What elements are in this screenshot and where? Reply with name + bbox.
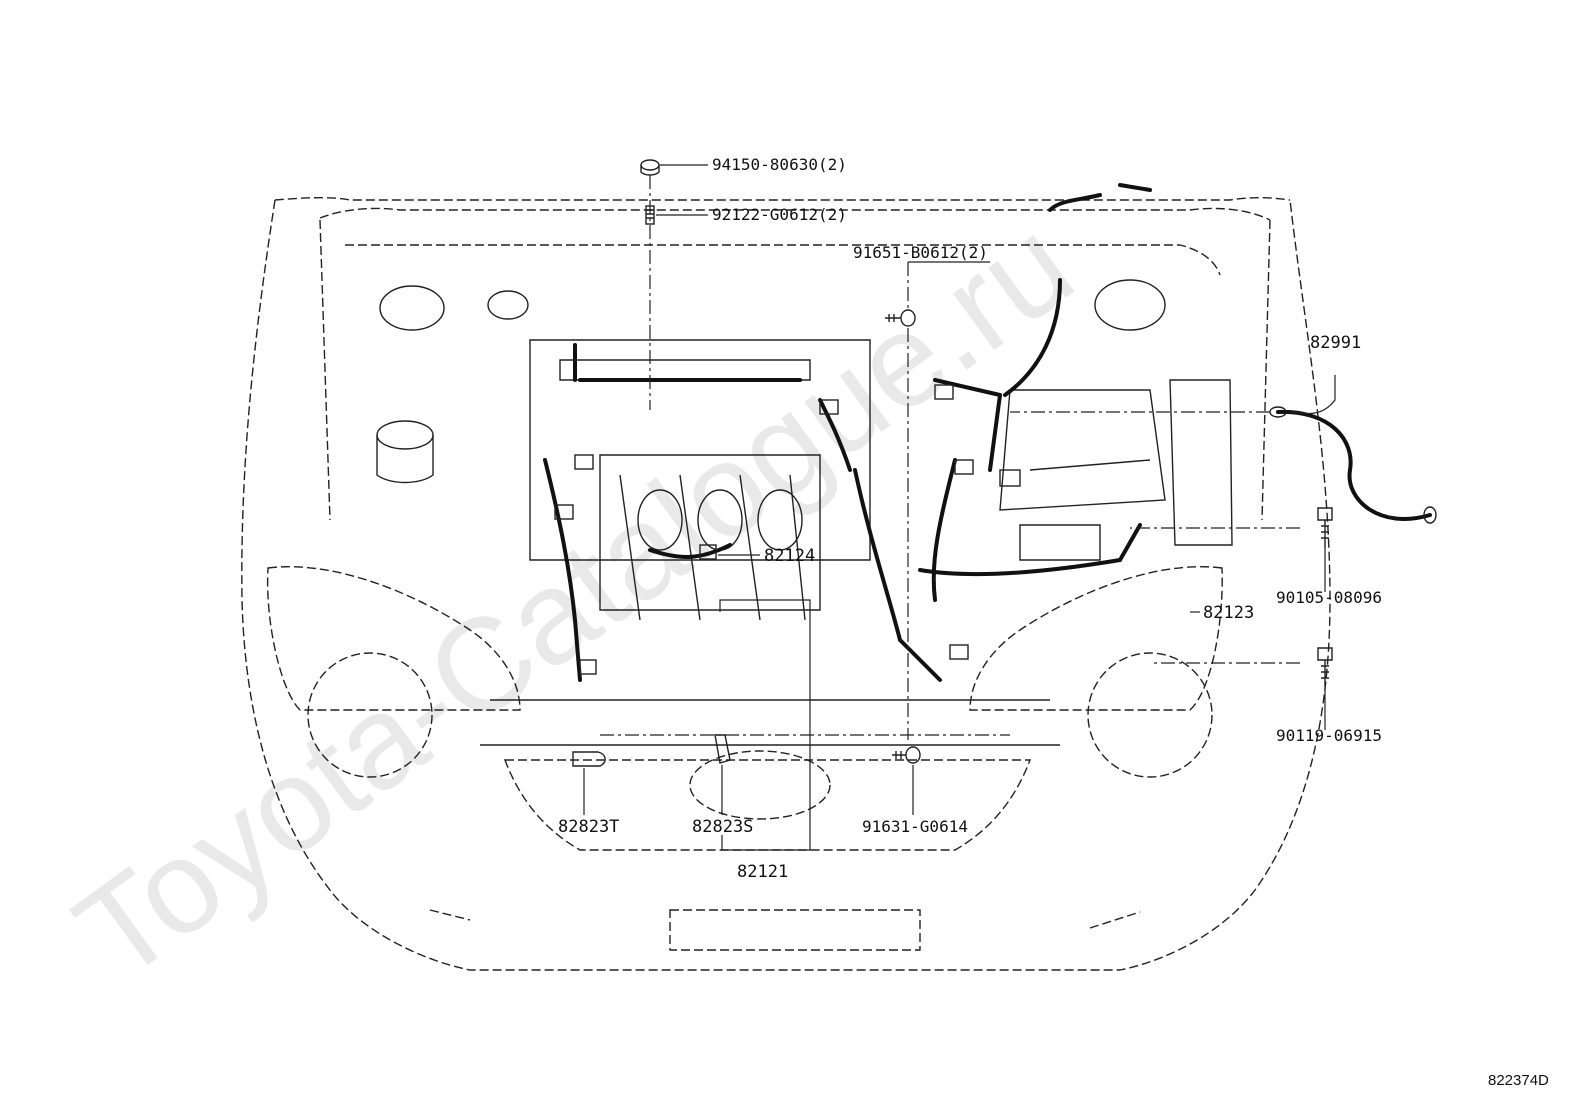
part-label-90119-06915[interactable]: 90119-06915 [1276,726,1382,745]
bolt-icon-right-upper [1317,507,1333,548]
part-label-82121[interactable]: 82121 [737,862,788,882]
part-label-91631-g0614[interactable]: 91631-G0614 [862,817,968,836]
part-label-94150-80630[interactable]: 94150-80630(2) [712,155,847,174]
part-label-82823s[interactable]: 82823S [692,817,753,837]
wiring-harness [543,183,1437,682]
part-label-82991[interactable]: 82991 [1310,333,1361,353]
part-labels: 94150-80630(2) 92122-G0612(2) 91651-B061… [558,155,1382,882]
diagram-reference: 822374D [1488,1072,1549,1089]
part-label-82123[interactable]: 82123 [1203,603,1254,623]
bolt-icon-bottom [892,746,921,764]
bolt-icon-right-lower [1317,647,1333,686]
protector-t-icon [572,751,606,767]
part-label-92122-g0612[interactable]: 92122-G0612(2) [712,205,847,224]
protector-s-icon [714,734,731,764]
part-label-82124[interactable]: 82124 [764,546,815,566]
nut-icon [640,159,660,176]
leader-lines [583,164,1336,851]
part-label-90105-08096[interactable]: 90105-08096 [1276,588,1382,607]
part-label-82823t[interactable]: 82823T [558,817,619,837]
car-body-outline [241,196,1331,971]
part-label-91651-b0612[interactable]: 91651-B0612(2) [853,243,988,262]
bolt-icon-mid [885,309,916,327]
